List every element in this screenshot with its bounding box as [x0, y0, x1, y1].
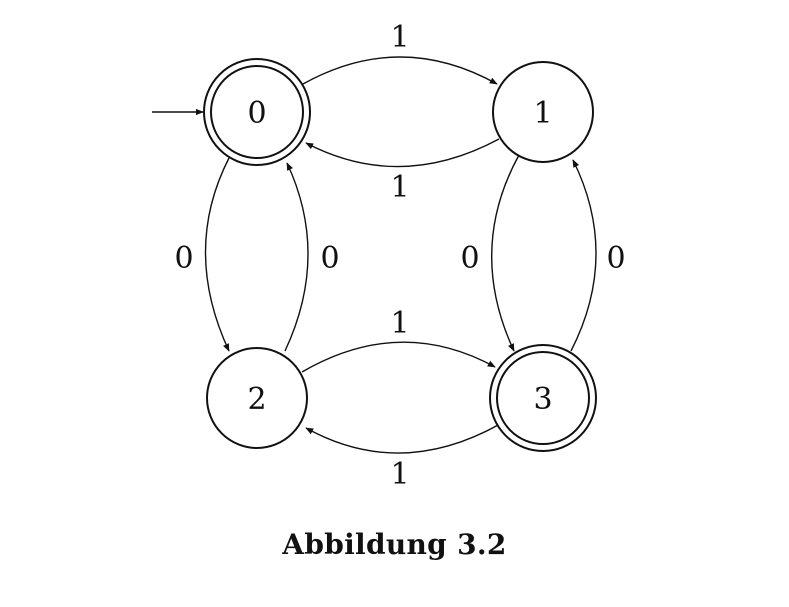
state-label-3: 3 — [533, 382, 552, 417]
transition-label-3-to-2: 1 — [390, 457, 409, 492]
transition-label-3-to-1: 0 — [606, 241, 625, 276]
transition-label-2-to-0: 0 — [320, 241, 339, 276]
state-label-2: 2 — [247, 382, 266, 417]
transition-label-2-to-3: 1 — [390, 306, 409, 341]
figure-caption: Abbildung 3.2 — [282, 528, 507, 561]
transition-2-to-0 — [284, 162, 309, 352]
transition-0-to-1 — [302, 56, 498, 85]
transition-1-to-0 — [305, 138, 500, 168]
transition-3-to-1 — [570, 159, 597, 352]
transition-2-to-3 — [301, 341, 496, 373]
state-0: 0 — [203, 58, 311, 166]
state-label-0: 0 — [247, 96, 266, 131]
transition-0-to-2 — [204, 157, 230, 352]
state-2: 2 — [206, 347, 308, 449]
transition-label-0-to-1: 1 — [390, 20, 409, 55]
state-3: 3 — [489, 344, 597, 452]
transition-label-1-to-3: 0 — [460, 241, 479, 276]
transition-1-to-3 — [490, 154, 520, 352]
state-1: 1 — [492, 61, 594, 163]
state-label-1: 1 — [533, 96, 552, 131]
transition-label-0-to-2: 0 — [174, 241, 193, 276]
transition-3-to-2 — [305, 423, 501, 454]
transition-label-1-to-0: 1 — [390, 170, 409, 205]
